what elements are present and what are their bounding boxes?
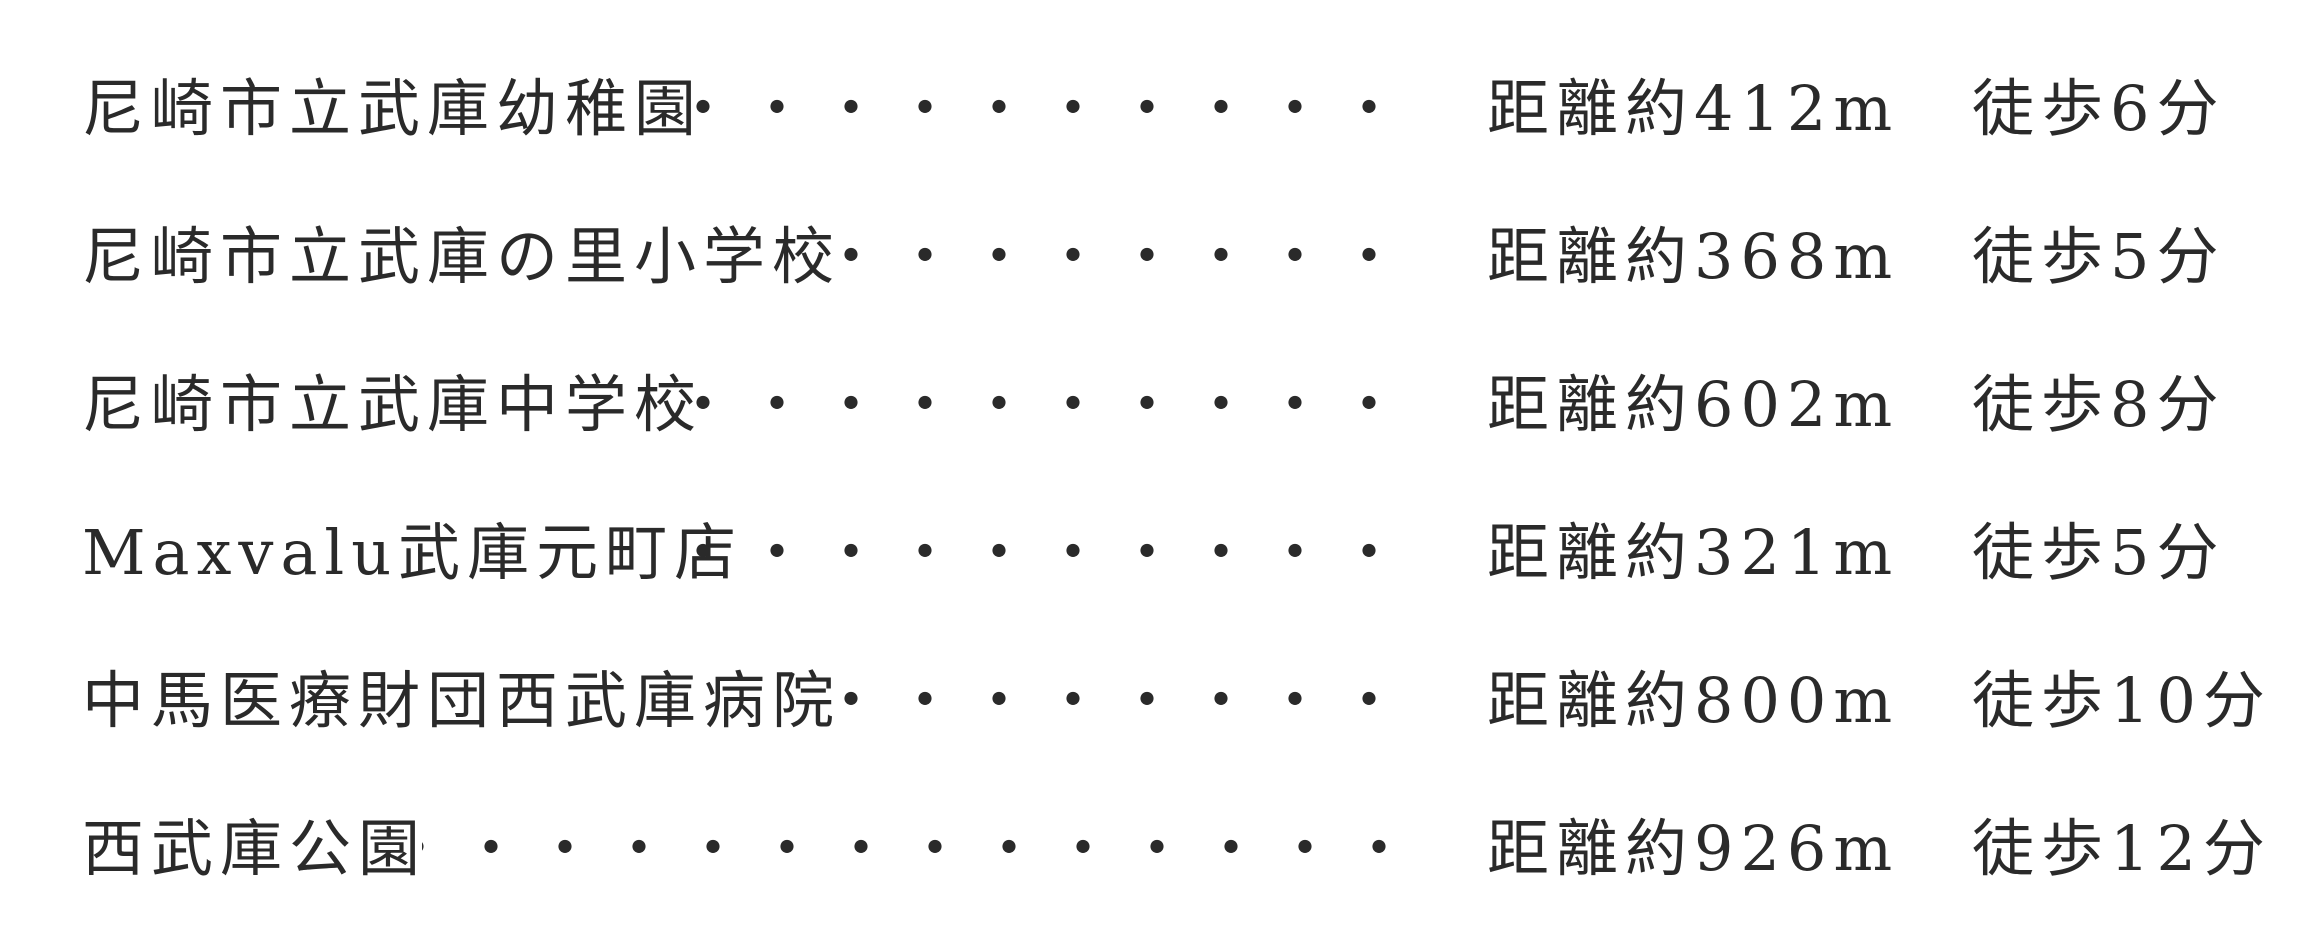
distance-value: 距離約926m (1487, 812, 1900, 885)
leader-dots: ・・・・・・・・・・・・・・・・・・・・・・・・・・・・・・・・・・・・・・・・ (692, 516, 1412, 589)
facility-name: Maxvalu武庫元町店 (82, 516, 744, 589)
walk-time: 徒歩12分 (1972, 812, 2272, 885)
facility-name: 尼崎市立武庫中学校 (82, 368, 704, 441)
leader-dots: ・・・・・・・・・・・・・・・・・・・・・・・・・・・・・・・・・・・・・・・・ (827, 220, 1412, 293)
distance-value: 距離約321m (1487, 516, 1900, 589)
distance-value: 距離約412m (1487, 72, 1900, 145)
leader-dots: ・・・・・・・・・・・・・・・・・・・・・・・・・・・・・・・・・・・・・・・・ (422, 812, 1422, 885)
facility-name: 中馬医療財団西武庫病院 (82, 664, 842, 737)
list-item: 尼崎市立武庫の里小学校 ・・・・・・・・・・・・・・・・・・・・・・・・・・・・… (82, 202, 2282, 312)
leader-dots: ・・・・・・・・・・・・・・・・・・・・・・・・・・・・・・・・・・・・・・・・ (692, 368, 1412, 441)
distance-value: 距離約368m (1487, 220, 1900, 293)
facility-name: 尼崎市立武庫幼稚園 (82, 72, 704, 145)
walk-time: 徒歩6分 (1972, 72, 2226, 145)
list-item: 中馬医療財団西武庫病院 ・・・・・・・・・・・・・・・・・・・・・・・・・・・・… (82, 646, 2282, 756)
walk-time: 徒歩10分 (1972, 664, 2272, 737)
facility-name: 尼崎市立武庫の里小学校 (82, 220, 842, 293)
facility-name: 西武庫公園 (82, 812, 428, 885)
leader-dots: ・・・・・・・・・・・・・・・・・・・・・・・・・・・・・・・・・・・・・・・・ (692, 72, 1412, 145)
walk-time: 徒歩5分 (1972, 516, 2226, 589)
leader-dots: ・・・・・・・・・・・・・・・・・・・・・・・・・・・・・・・・・・・・・・・・ (827, 664, 1412, 737)
list-item: Maxvalu武庫元町店 ・・・・・・・・・・・・・・・・・・・・・・・・・・・… (82, 498, 2282, 608)
distance-value: 距離約800m (1487, 664, 1900, 737)
distance-value: 距離約602m (1487, 368, 1900, 441)
walk-time: 徒歩5分 (1972, 220, 2226, 293)
walk-time: 徒歩8分 (1972, 368, 2226, 441)
list-item: 尼崎市立武庫中学校 ・・・・・・・・・・・・・・・・・・・・・・・・・・・・・・… (82, 350, 2282, 460)
list-item: 西武庫公園 ・・・・・・・・・・・・・・・・・・・・・・・・・・・・・・・・・・… (82, 794, 2282, 904)
list-item: 尼崎市立武庫幼稚園 ・・・・・・・・・・・・・・・・・・・・・・・・・・・・・・… (82, 54, 2282, 164)
